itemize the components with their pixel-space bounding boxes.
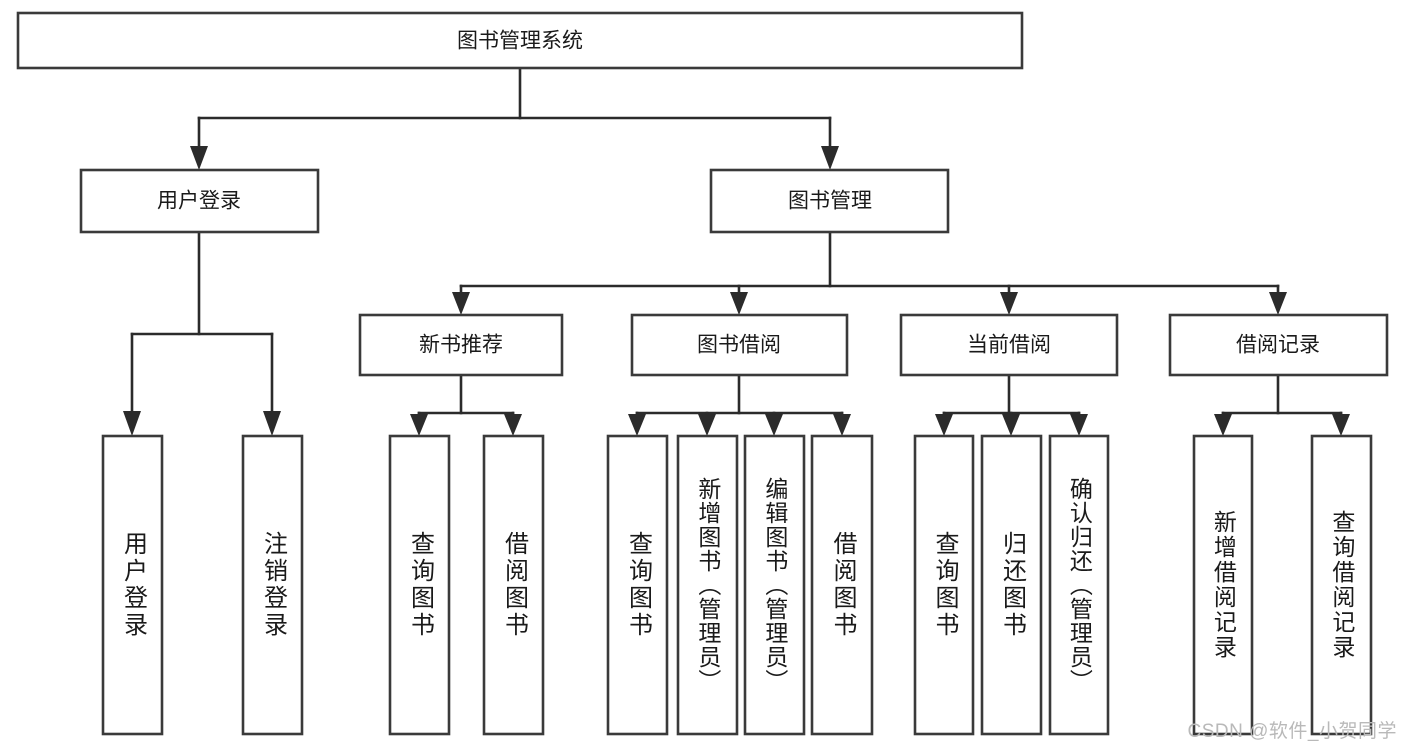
arrow-icon-leaf-query-book-borrow (628, 414, 646, 436)
node-leaf-query-book-rec-label: 查询图书 (406, 531, 434, 639)
connector-group-book-manage (452, 230, 1287, 315)
node-borrow-record-box[interactable] (1168, 313, 1389, 377)
node-new-book-recommend-label: 新书推荐 (419, 334, 503, 357)
arrow-icon-leaf-user-login (123, 411, 141, 436)
arrow-icon-leaf-borrow-book-rec (504, 414, 522, 436)
node-leaf-query-book-borrow-label: 查询图书 (624, 531, 652, 639)
arrow-icon-current-borrow (1000, 292, 1018, 315)
node-user-login[interactable]: 用户登录 (79, 168, 320, 234)
node-leaf-user-login-label: 用户登录 (119, 531, 147, 639)
node-book-borrow-box[interactable] (630, 313, 849, 377)
node-user-login-box[interactable] (79, 168, 320, 234)
arrow-icon-book-manage (821, 146, 839, 170)
node-leaf-query-record-box[interactable] (1310, 434, 1373, 736)
node-leaf-borrow-book-label: 借阅图书 (828, 531, 856, 639)
node-new-book-recommend[interactable]: 新书推荐 (358, 313, 564, 377)
arrow-icon-leaf-edit-book (765, 414, 783, 436)
node-current-borrow[interactable]: 当前借阅 (899, 313, 1119, 377)
node-user-login-label: 用户登录 (157, 190, 241, 213)
node-leaf-return-book-label: 归还图书 (998, 531, 1026, 639)
arrow-icon-user-login (190, 146, 208, 170)
arrow-icon-borrow-record (1269, 292, 1287, 315)
node-current-borrow-box[interactable] (899, 313, 1119, 377)
node-leaf-query-book-rec-box[interactable] (388, 434, 451, 736)
node-book-manage[interactable]: 图书管理 (709, 168, 950, 234)
node-leaf-user-logout-label: 注销登录 (259, 531, 287, 639)
node-leaf-borrow-book-rec-label: 借阅图书 (500, 531, 528, 639)
node-leaf-user-logout-box[interactable] (241, 434, 304, 736)
node-book-manage-box[interactable] (709, 168, 950, 234)
node-leaf-add-record-label: 新增借阅记录 (1210, 510, 1237, 660)
node-borrow-record-label: 借阅记录 (1236, 334, 1320, 357)
connector-group-new-book-recommend (410, 373, 522, 436)
connector-group-root (190, 66, 839, 170)
arrow-icon-new-book-recommend (452, 292, 470, 315)
node-leaf-confirm-return-label: 确认归还（管理员） (1066, 477, 1093, 693)
arrow-icon-leaf-query-book-current (935, 414, 953, 436)
node-root-label: 图书管理系统 (457, 30, 583, 53)
node-leaf-add-book-box[interactable] (676, 434, 739, 736)
node-leaf-borrow-book-rec-box[interactable] (482, 434, 545, 736)
node-leaf-add-book-label: 新增图书（管理员） (694, 477, 721, 693)
node-leaf-query-record-label: 查询借阅记录 (1328, 510, 1355, 660)
node-book-borrow-label: 图书借阅 (697, 334, 781, 357)
node-leaf-edit-book-box[interactable] (743, 434, 806, 736)
node-book-borrow[interactable]: 图书借阅 (630, 313, 849, 377)
arrow-icon-leaf-query-record (1332, 414, 1350, 436)
node-leaf-user-login-box[interactable] (101, 434, 164, 736)
arrow-icon-leaf-borrow-book (833, 414, 851, 436)
node-leaf-edit-book-label: 编辑图书（管理员） (761, 477, 788, 693)
connector-group-current-borrow (935, 373, 1088, 436)
node-new-book-recommend-box[interactable] (358, 313, 564, 377)
node-root-box[interactable] (16, 11, 1024, 70)
node-leaf-query-book-current-box[interactable] (913, 434, 975, 736)
connector-group-book-borrow (628, 373, 851, 436)
arrow-icon-leaf-confirm-return (1070, 414, 1088, 436)
node-leaf-borrow-book-box[interactable] (810, 434, 874, 736)
arrow-icon-leaf-query-book-rec (410, 414, 428, 436)
arrow-icon-leaf-add-book (698, 414, 716, 436)
arrow-icon-leaf-user-logout (263, 411, 281, 436)
node-leaf-confirm-return-box[interactable] (1048, 434, 1110, 736)
node-leaf-return-book-box[interactable] (980, 434, 1043, 736)
node-leaf-query-book-current-label: 查询图书 (930, 531, 958, 639)
node-root[interactable]: 图书管理系统 (16, 11, 1024, 70)
watermark-text: CSDN @软件_小贺同学 (1187, 721, 1397, 742)
arrow-icon-leaf-add-record (1214, 414, 1232, 436)
node-borrow-record[interactable]: 借阅记录 (1168, 313, 1389, 377)
arrow-icon-book-borrow (730, 292, 748, 315)
connector-group-borrow-record (1214, 373, 1350, 436)
connector-group-user-login (123, 230, 281, 436)
node-current-borrow-label: 当前借阅 (967, 334, 1051, 357)
arrow-icon-leaf-return-book (1002, 414, 1020, 436)
node-leaf-add-record-box[interactable] (1192, 434, 1254, 736)
node-leaf-query-book-borrow-box[interactable] (606, 434, 669, 736)
leaf-box-group (101, 434, 1373, 736)
node-book-manage-label: 图书管理 (788, 190, 872, 213)
